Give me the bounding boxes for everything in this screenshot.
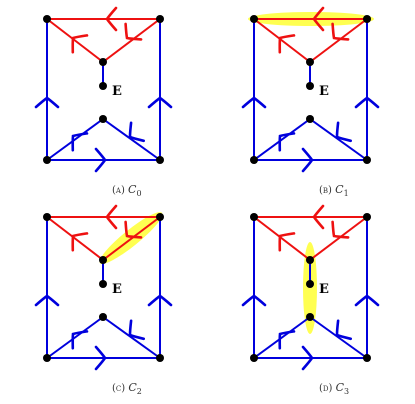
- panel-c3: E (d) C3: [241, 204, 380, 396]
- lower-right-edge: [309, 316, 368, 359]
- lower-left-edge: [253, 316, 311, 359]
- arrow-icon: [128, 319, 145, 341]
- arrow-icon: [312, 204, 325, 230]
- arrow-icon: [128, 121, 145, 143]
- vertex-dot: [43, 15, 51, 23]
- arrow-icon: [335, 319, 352, 341]
- arrow-icon: [354, 96, 380, 109]
- vertex-dot: [306, 58, 314, 66]
- arrow-icon: [34, 294, 60, 307]
- arrow-icon: [71, 34, 89, 54]
- arrow-icon: [354, 294, 380, 307]
- panel-caption: (d) C3: [319, 381, 349, 396]
- vertex-dot: [156, 15, 164, 23]
- arrow-icon: [94, 345, 107, 371]
- arrow-icon: [331, 22, 350, 41]
- arrow-icon: [278, 232, 296, 252]
- arrow-icon: [105, 204, 118, 230]
- lower-right-edge: [102, 316, 161, 359]
- vertex-dot: [306, 280, 314, 288]
- panel-caption: (a) C0: [112, 183, 142, 198]
- panel-c1: E (b) C1: [241, 6, 380, 198]
- vertex-dot: [99, 256, 107, 264]
- left-diagonal-edge: [253, 18, 311, 63]
- vertex-dot: [363, 354, 371, 362]
- arrow-icon: [278, 34, 296, 54]
- arrow-icon: [278, 330, 296, 350]
- vertex-label-e: E: [112, 84, 122, 99]
- left-diagonal-edge: [46, 18, 104, 63]
- right-diagonal-edge: [309, 216, 368, 261]
- vertex-dot: [363, 15, 371, 23]
- arrow-icon: [34, 96, 60, 109]
- vertex-dot: [156, 213, 164, 221]
- arrow-icon: [71, 232, 89, 252]
- arrow-icon: [312, 6, 325, 32]
- right-diagonal-edge: [102, 216, 161, 261]
- vertex-dot: [250, 354, 258, 362]
- arrow-icon: [241, 294, 267, 307]
- arrow-icon: [241, 96, 267, 109]
- lower-left-edge: [46, 118, 104, 161]
- vertex-dot: [250, 15, 258, 23]
- right-diagonal-edge: [102, 18, 161, 63]
- vertex-dot: [99, 280, 107, 288]
- vertex-dot: [99, 82, 107, 90]
- arrow-icon: [71, 132, 89, 152]
- vertex-dot: [306, 82, 314, 90]
- arrow-icon: [278, 132, 296, 152]
- arrow-icon: [71, 330, 89, 350]
- vertex-label-e: E: [112, 282, 122, 297]
- arrow-icon: [124, 22, 143, 41]
- arrow-icon: [301, 345, 314, 371]
- vertex-dot: [363, 156, 371, 164]
- vertex-dot: [99, 313, 107, 321]
- panel-caption: (c) C2: [112, 381, 142, 396]
- arrow-icon: [335, 121, 352, 143]
- lower-right-edge: [309, 118, 368, 161]
- vertex-dot: [43, 156, 51, 164]
- lower-right-edge: [102, 118, 161, 161]
- arrow-icon: [147, 294, 173, 307]
- left-diagonal-edge: [253, 216, 311, 261]
- vertex-dot: [306, 115, 314, 123]
- arrow-icon: [124, 220, 143, 239]
- vertex-dot: [43, 354, 51, 362]
- vertex-label-e: E: [319, 84, 329, 99]
- vertex-dot: [250, 213, 258, 221]
- vertex-dot: [306, 256, 314, 264]
- vertex-dot: [156, 354, 164, 362]
- vertex-dot: [99, 115, 107, 123]
- arrow-icon: [105, 6, 118, 32]
- arrow-icon: [331, 220, 350, 239]
- vertex-dot: [363, 213, 371, 221]
- vertex-dot: [43, 213, 51, 221]
- arrow-icon: [301, 147, 314, 173]
- vertex-dot: [250, 156, 258, 164]
- panel-c0: E (a) C0: [34, 6, 173, 198]
- right-diagonal-edge: [309, 18, 368, 63]
- arrow-icon: [94, 147, 107, 173]
- lower-left-edge: [46, 316, 104, 359]
- panel-caption: (b) C1: [319, 183, 349, 198]
- panel-c2: E (c) C2: [34, 204, 173, 396]
- vertex-label-e: E: [319, 282, 329, 297]
- vertex-dot: [156, 156, 164, 164]
- lower-left-edge: [253, 118, 311, 161]
- arrow-icon: [147, 96, 173, 109]
- vertex-dot: [306, 313, 314, 321]
- vertex-dot: [99, 58, 107, 66]
- left-diagonal-edge: [46, 216, 104, 261]
